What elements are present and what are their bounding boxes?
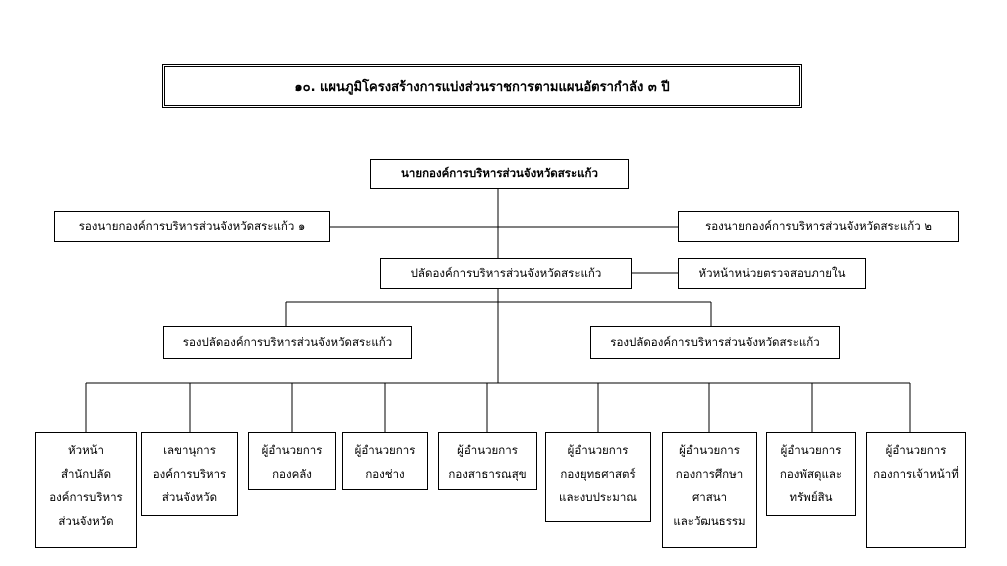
chief-box: นายกองค์การบริหารส่วนจังหวัดสระแก้ว	[370, 159, 629, 189]
deputy-chief-1-box: รองนายกองค์การบริหารส่วนจังหวัดสระแก้ว ๑	[54, 211, 330, 242]
deputy-palad-2-box: รองปลัดองค์การบริหารส่วนจังหวัดสระแก้ว	[590, 326, 840, 359]
division-box-8: ผู้อำนวยการ กองพัสดุและ ทรัพย์สิน	[766, 432, 856, 516]
division-4-line-2: กองช่าง	[365, 466, 405, 481]
division-8-line-3: ทรัพย์สิน	[789, 490, 833, 505]
division-5-line-2: กองสาธารณสุข	[448, 466, 527, 481]
division-box-1: หัวหน้า สำนักปลัด องค์การบริหาร ส่วนจังห…	[35, 432, 137, 548]
division-6-line-1: ผู้อำนวยการ	[567, 443, 629, 457]
division-6-line-3: และงบประมาณ	[559, 490, 637, 505]
division-1-line-2: สำนักปลัด	[60, 466, 112, 481]
deputy-chief-2-box: รองนายกองค์การบริหารส่วนจังหวัดสระแก้ว ๒	[678, 211, 959, 242]
audit-head-box: หัวหน้าหน่วยตรวจสอบภายใน	[678, 258, 866, 289]
division-box-7: ผู้อำนวยการ กองการศึกษา ศาสนา และวัฒนธรร…	[662, 432, 757, 548]
division-1-line-1: หัวหน้า	[68, 443, 104, 457]
division-7-line-4: และวัฒนธรรม	[673, 513, 746, 528]
division-box-3: ผู้อำนวยการ กองคลัง	[248, 432, 336, 490]
division-box-5: ผู้อำนวยการ กองสาธารณสุข	[438, 432, 537, 490]
division-2-line-2: องค์การบริหาร	[152, 466, 227, 481]
division-1-line-3: องค์การบริหาร	[49, 490, 123, 505]
division-7-line-2: กองการศึกษา	[675, 466, 744, 481]
division-box-9: ผู้อำนวยการ กองการเจ้าหน้าที่	[866, 432, 966, 548]
division-9-line-1: ผู้อำนวยการ	[885, 443, 947, 457]
division-5-line-1: ผู้อำนวยการ	[457, 443, 518, 457]
deputy-palad-1-box: รองปลัดองค์การบริหารส่วนจังหวัดสระแก้ว	[163, 326, 412, 359]
palad-box: ปลัดองค์การบริหารส่วนจังหวัดสระแก้ว	[380, 258, 632, 289]
division-7-line-3: ศาสนา	[691, 490, 728, 505]
division-box-2: เลขานุการ องค์การบริหาร ส่วนจังหวัด	[141, 432, 238, 516]
division-2-line-3: ส่วนจังหวัด	[161, 490, 218, 505]
division-1-line-4: ส่วนจังหวัด	[58, 513, 114, 528]
division-6-line-2: กองยุทธศาสตร์	[560, 466, 636, 481]
division-8-line-1: ผู้อำนวยการ	[780, 443, 842, 457]
division-box-6: ผู้อำนวยการ กองยุทธศาสตร์ และงบประมาณ	[545, 432, 651, 522]
division-box-4: ผู้อำนวยการ กองช่าง	[342, 432, 428, 490]
division-3-line-2: กองคลัง	[272, 466, 312, 481]
division-4-line-1: ผู้อำนวยการ	[354, 443, 416, 457]
division-3-line-1: ผู้อำนวยการ	[261, 443, 323, 457]
division-8-line-2: กองพัสดุและ	[779, 466, 843, 481]
chart-title: ๑๐. แผนภูมิโครงสร้างการแบ่งส่วนราชการตาม…	[162, 64, 802, 108]
division-7-line-1: ผู้อำนวยการ	[679, 443, 740, 457]
division-2-line-1: เลขานุการ	[163, 443, 216, 457]
division-9-line-2: กองการเจ้าหน้าที่	[873, 466, 959, 481]
